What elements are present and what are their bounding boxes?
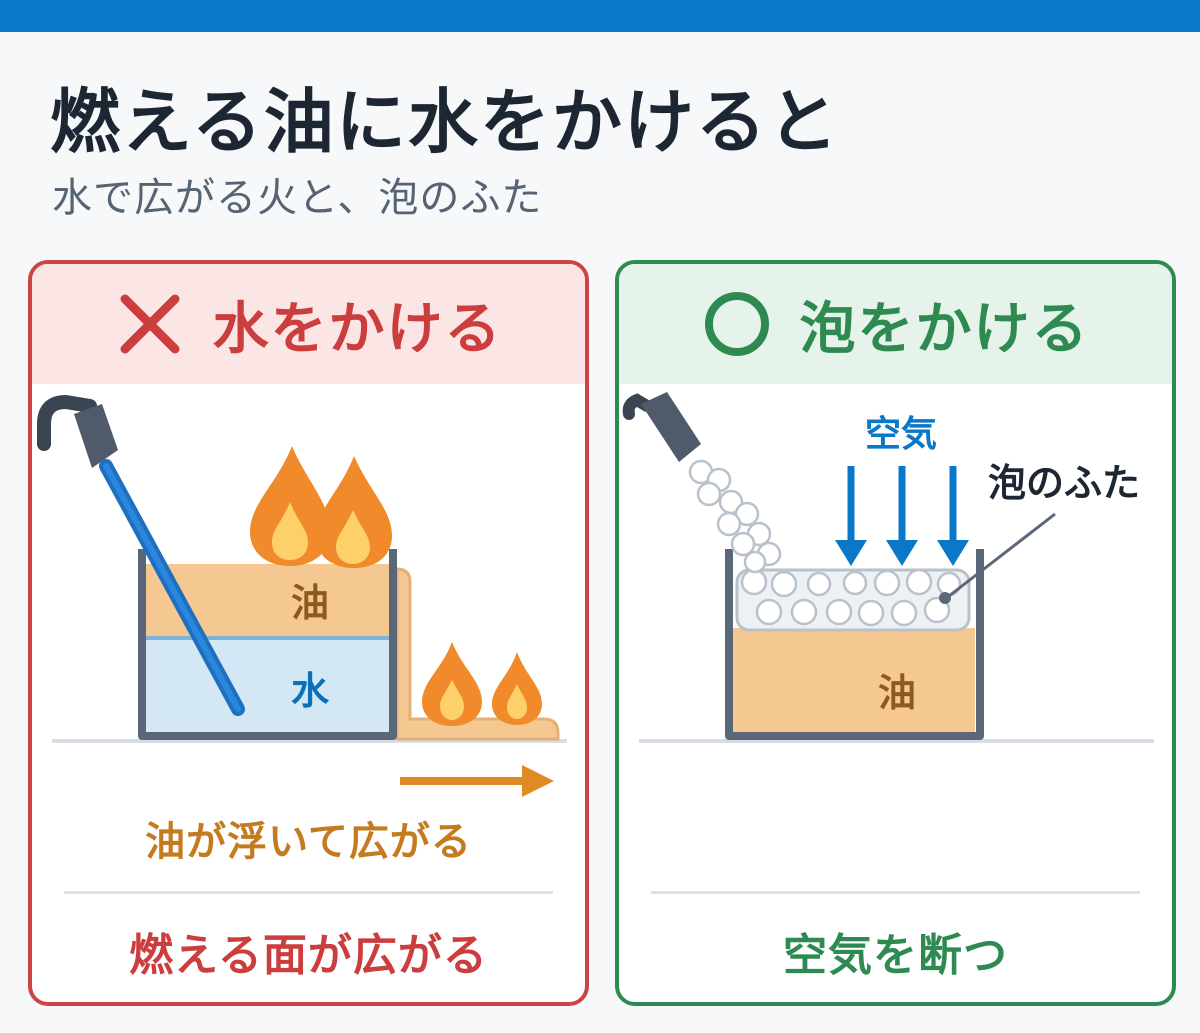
top-accent-bar	[0, 0, 1200, 32]
water-scene: 油 水	[37, 394, 567, 797]
flame-icon	[492, 652, 542, 725]
foam-scene: 油 空気 泡のふた	[622, 392, 1154, 743]
spread-arrow-icon	[400, 765, 554, 797]
oil-label: 油	[878, 671, 916, 715]
foam-stream	[688, 459, 782, 574]
water-label: 水	[291, 669, 330, 713]
water-panel: 水をかける 油 水	[28, 260, 589, 1006]
circle-icon	[704, 292, 769, 356]
foam-result-caption: 空気を断つ	[783, 930, 1008, 981]
callout-dot	[939, 592, 951, 604]
spilled-oil	[395, 567, 560, 741]
divider	[64, 891, 553, 894]
flame-icon	[316, 456, 392, 568]
foam-panel: 泡をかける 油 空気	[615, 260, 1176, 1006]
flame-icon	[422, 642, 482, 726]
spread-caption: 油が浮いて広がる	[145, 819, 472, 865]
foam-panel-header: 泡をかける	[619, 264, 1172, 384]
flame-icon	[250, 446, 330, 566]
air-label: 空気	[865, 414, 937, 455]
foam-panel-title: 泡をかける	[799, 296, 1090, 362]
page-title: 燃える油に水をかけると	[50, 81, 840, 163]
hose-icon	[37, 394, 245, 716]
pot	[725, 549, 984, 740]
page-subtitle: 水で広がる火と、泡のふた	[52, 175, 543, 221]
pot	[138, 549, 397, 740]
foam-label: 泡のふた	[988, 461, 1140, 505]
oil-label: 油	[291, 581, 329, 625]
callout-line	[948, 512, 1056, 598]
water-layer	[144, 637, 390, 733]
air-arrow-icon	[835, 466, 969, 566]
water-result-caption: 燃える面が広がる	[129, 930, 488, 981]
water-panel-header: 水をかける	[32, 264, 585, 384]
water-panel-title: 水をかける	[212, 296, 503, 362]
nozzle-icon	[622, 392, 701, 462]
oil-layer	[731, 628, 975, 733]
divider	[651, 891, 1140, 894]
cross-icon	[120, 294, 179, 354]
